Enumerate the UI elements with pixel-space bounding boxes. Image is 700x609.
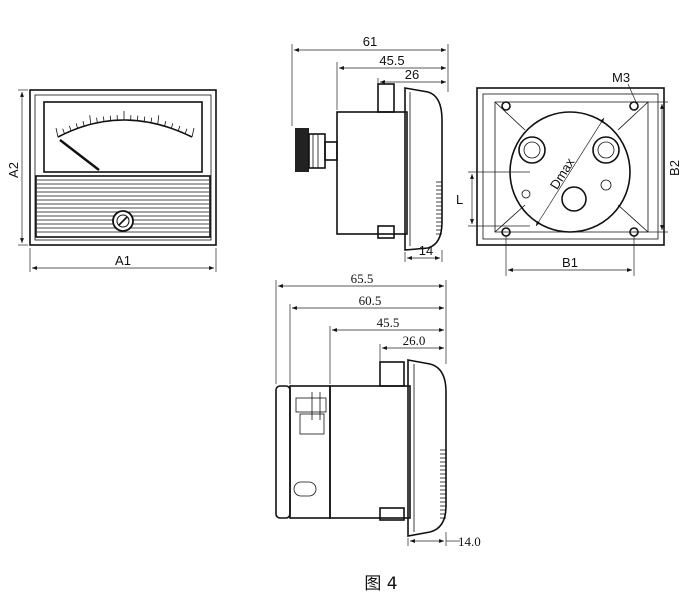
side-view-bottom: 65.5 60.5 45.5 26.0 14.0	[275, 271, 481, 549]
mounting-hole	[501, 101, 511, 111]
terminal-stud	[295, 128, 338, 172]
dim-label-m3: M3	[612, 70, 630, 85]
side-view-top: 61 45.5 26 14	[291, 34, 449, 262]
figure-caption: 图 4	[364, 574, 397, 594]
meter-needle	[59, 139, 100, 171]
dim-65-5: 65.5	[351, 271, 374, 286]
terminal	[592, 136, 620, 164]
zero-adjust-screw	[112, 210, 134, 232]
dim-label-a1: A1	[115, 253, 131, 268]
front-view: A2 A1	[6, 89, 217, 272]
dim-45-5: 45.5	[379, 53, 404, 68]
mounting-hole	[629, 101, 639, 111]
terminal	[518, 136, 546, 164]
dim-label-l: L	[456, 192, 463, 207]
dim-45-5-bottom: 45.5	[377, 315, 400, 330]
dim-14-0: 14.0	[458, 534, 481, 549]
dim-61: 61	[363, 34, 377, 49]
dim-26-0: 26.0	[403, 333, 426, 348]
dim-label-b1: B1	[562, 255, 578, 270]
dim-60-5: 60.5	[359, 293, 382, 308]
meter-scale	[55, 111, 195, 138]
dim-26: 26	[405, 67, 419, 82]
dim-label-b2: B2	[667, 160, 682, 176]
dim-14: 14	[419, 243, 433, 258]
rear-view: Dmax M3 L B2 B1	[456, 70, 682, 276]
dim-label-a2: A2	[6, 162, 21, 178]
